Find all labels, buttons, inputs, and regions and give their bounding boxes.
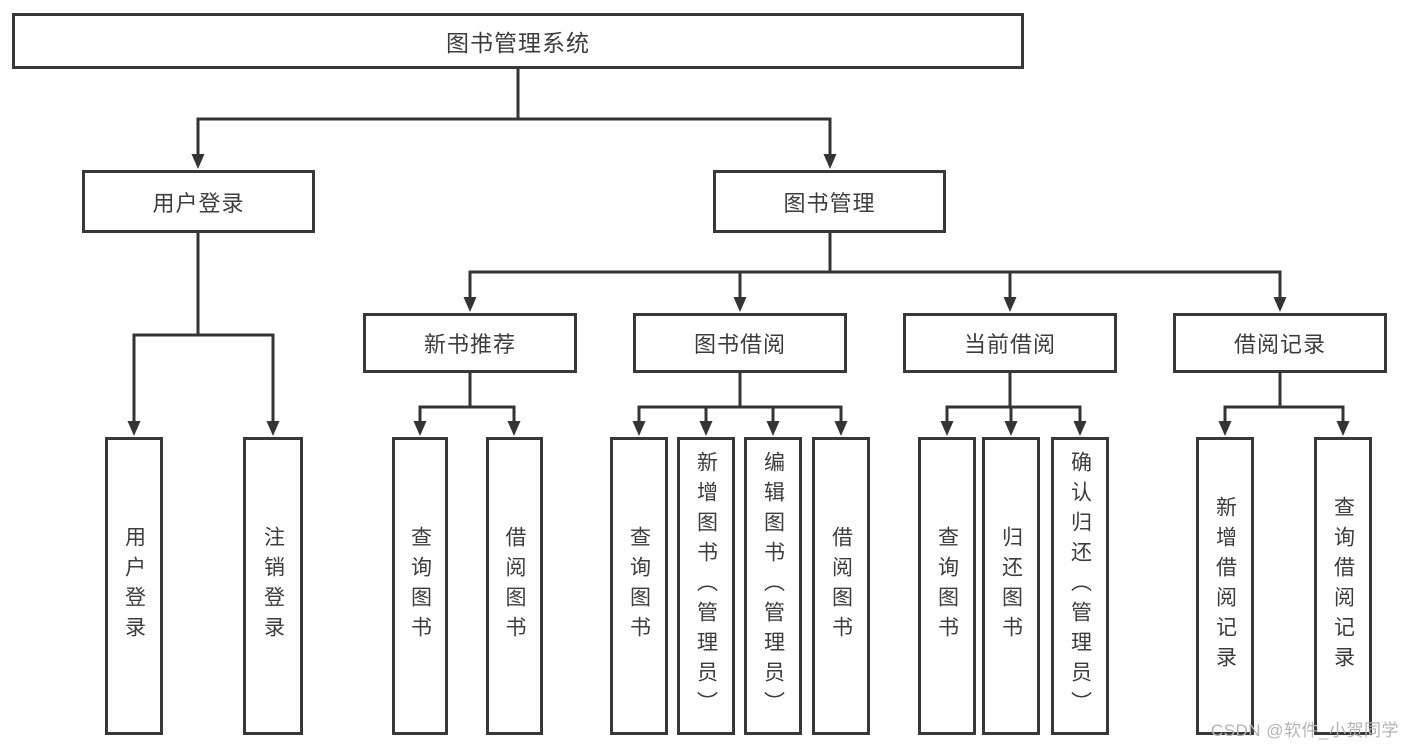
leaf-add-books-admin-label: 新增图书（管理员） <box>694 451 718 721</box>
leaf-user-login-label: 用户登录 <box>122 526 146 646</box>
leaf-return-books-label: 归还图书 <box>999 526 1023 646</box>
node-borrow-records: 借阅记录 <box>1173 313 1387 373</box>
node-book-management: 图书管理 <box>713 170 946 233</box>
leaf-borrow-query-books-label: 查询图书 <box>627 526 651 646</box>
leaf-recommend-borrow-books: 借阅图书 <box>486 437 543 735</box>
node-library-system: 图书管理系统 <box>12 13 1024 69</box>
node-current-borrow-label: 当前借阅 <box>963 332 1056 357</box>
node-new-book-recommend-label: 新书推荐 <box>423 332 516 357</box>
leaf-add-books-admin: 新增图书（管理员） <box>677 437 735 735</box>
node-user-login-label: 用户登录 <box>152 190 245 216</box>
leaf-recommend-borrow-books-label: 借阅图书 <box>503 526 526 646</box>
csdn-watermark: CSDN @软件_小贺同学 <box>1210 721 1399 740</box>
leaf-add-borrow-record-label: 新增借阅记录 <box>1213 496 1237 676</box>
node-book-management-label: 图书管理 <box>783 190 876 216</box>
node-library-system-label: 图书管理系统 <box>446 30 590 56</box>
leaf-logout: 注销登录 <box>243 437 303 735</box>
leaf-return-books: 归还图书 <box>982 437 1040 735</box>
leaf-add-borrow-record: 新增借阅记录 <box>1196 437 1254 735</box>
leaf-recommend-query-books-label: 查询图书 <box>408 526 432 646</box>
leaf-edit-books-admin: 编辑图书（管理员） <box>744 437 802 735</box>
leaf-confirm-return-admin: 确认归还（管理员） <box>1051 437 1109 735</box>
leaf-logout-label: 注销登录 <box>261 526 285 646</box>
leaf-query-borrow-record: 查询借阅记录 <box>1314 437 1372 735</box>
leaf-recommend-query-books: 查询图书 <box>392 437 448 735</box>
node-book-borrow-label: 图书借阅 <box>693 332 786 357</box>
leaf-borrow-books-label: 借阅图书 <box>829 526 853 646</box>
node-book-borrow: 图书借阅 <box>633 313 847 373</box>
node-current-borrow: 当前借阅 <box>903 313 1117 373</box>
leaf-edit-books-admin-label: 编辑图书（管理员） <box>761 451 785 721</box>
node-new-book-recommend: 新书推荐 <box>363 313 577 373</box>
leaf-current-query-books: 查询图书 <box>918 437 976 735</box>
leaf-query-borrow-record-label: 查询借阅记录 <box>1331 496 1355 676</box>
leaf-borrow-books: 借阅图书 <box>812 437 870 735</box>
leaf-current-query-books-label: 查询图书 <box>935 526 959 646</box>
leaf-confirm-return-admin-label: 确认归还（管理员） <box>1068 451 1092 721</box>
node-user-login: 用户登录 <box>82 170 315 233</box>
node-borrow-records-label: 借阅记录 <box>1233 332 1326 357</box>
leaf-user-login: 用户登录 <box>105 437 163 735</box>
leaf-borrow-query-books: 查询图书 <box>610 437 668 735</box>
